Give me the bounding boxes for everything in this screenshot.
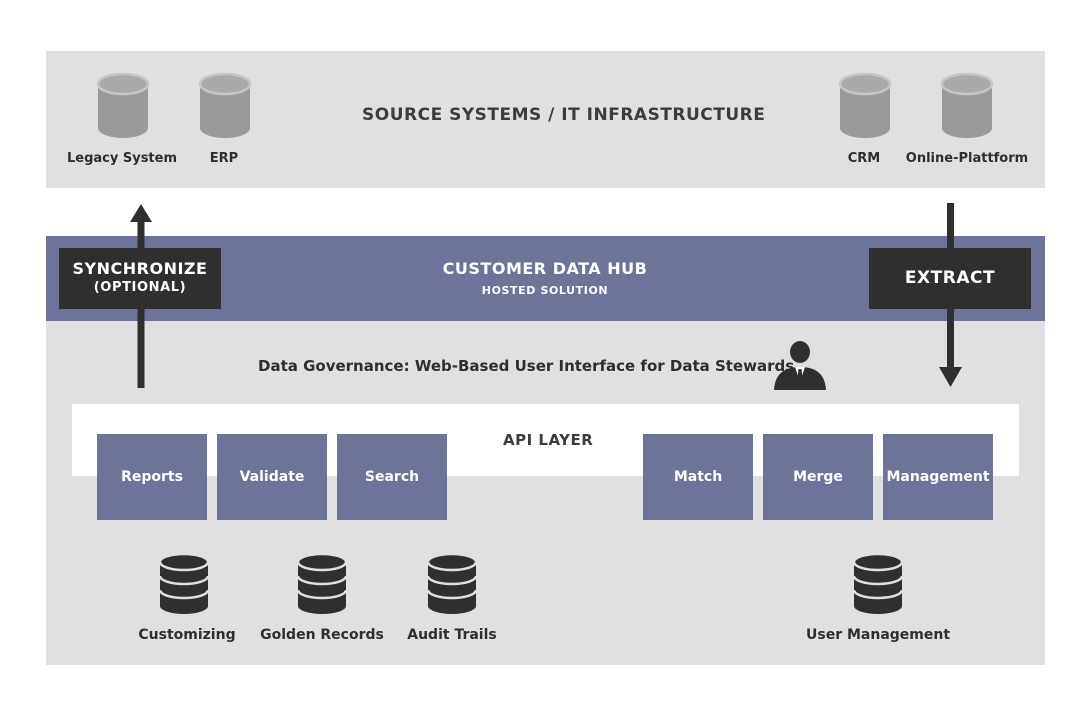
data-steward-person-icon xyxy=(774,341,826,390)
api-layer-title: API LAYER xyxy=(503,431,594,449)
module-match: Match xyxy=(643,434,753,520)
database-stack-icon xyxy=(426,552,478,614)
module-search: Search xyxy=(337,434,447,520)
source-label-online-plattform: Online-Plattform xyxy=(905,151,1029,166)
module-validate: Validate xyxy=(217,434,327,520)
database-cylinder-icon xyxy=(838,73,892,138)
synchronize-sublabel: (OPTIONAL) xyxy=(93,280,187,295)
module-reports: Reports xyxy=(97,434,207,520)
storage-label-user-management: User Management xyxy=(806,627,951,643)
storage-label-customizing: Customizing xyxy=(138,627,236,643)
storage-label-audit-trails: Audit Trails xyxy=(407,627,497,643)
module-merge: Merge xyxy=(763,434,873,520)
source-label-erp: ERP xyxy=(209,151,239,166)
database-stack-icon xyxy=(296,552,348,614)
hub-subtitle: HOSTED SOLUTION xyxy=(481,284,609,297)
database-cylinder-icon xyxy=(940,73,994,138)
database-stack-icon xyxy=(158,552,210,614)
governance-text: Data Governance: Web-Based User Interfac… xyxy=(258,357,795,375)
database-stack-icon xyxy=(852,552,904,614)
synchronize-box: SYNCHRONIZE (OPTIONAL) xyxy=(59,248,221,309)
source-label-crm: CRM xyxy=(847,151,881,166)
hub-title: CUSTOMER DATA HUB xyxy=(442,259,648,278)
source-systems-title: SOURCE SYSTEMS / IT INFRASTRUCTURE xyxy=(362,105,766,125)
extract-box: EXTRACT xyxy=(869,248,1031,309)
database-cylinder-icon xyxy=(198,73,252,138)
synchronize-label: SYNCHRONIZE xyxy=(72,259,208,278)
storage-label-golden-records: Golden Records xyxy=(260,627,384,643)
source-label-legacy-system: Legacy System xyxy=(66,151,178,166)
database-cylinder-icon xyxy=(96,73,150,138)
module-management: Management xyxy=(883,434,993,520)
